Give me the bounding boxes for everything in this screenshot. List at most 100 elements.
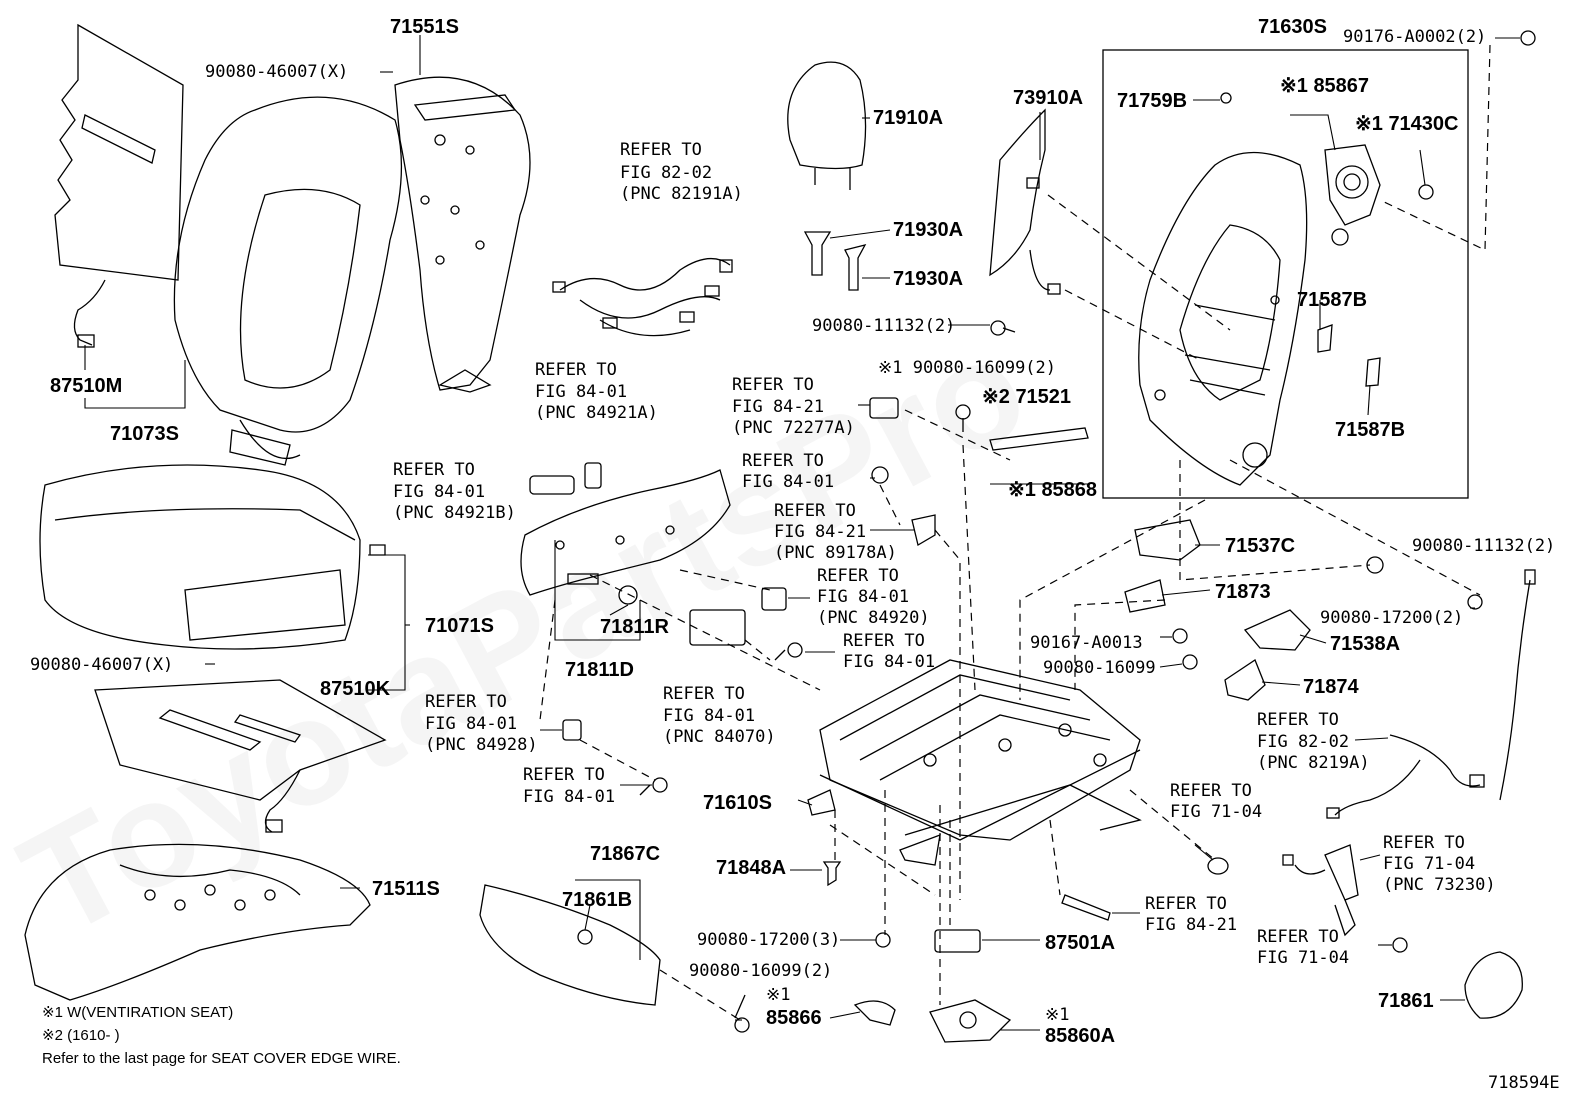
pin-71848A xyxy=(822,861,842,887)
label-90080-17200-b: 90080-17200(2) xyxy=(1320,608,1463,628)
clip-71430C xyxy=(1418,184,1434,200)
ref-84921B-line3: (PNC 84921B) xyxy=(393,503,516,523)
label-85868: ※1 85868 xyxy=(1008,479,1097,501)
note-edge-wire: Refer to the last page for SEAT COVER ED… xyxy=(42,1050,401,1067)
switch-connector xyxy=(562,719,582,741)
label-71873: 71873 xyxy=(1215,581,1271,603)
ref-89178A-line2: FIG 84-21 xyxy=(774,522,866,542)
label-85860A-mark: ※1 xyxy=(1045,1005,1069,1025)
label-71874: 71874 xyxy=(1303,676,1359,698)
headrest xyxy=(787,61,867,190)
ref-84928-line2: FIG 84-01 xyxy=(425,714,517,734)
ref-84-01-d-line2: FIG 84-01 xyxy=(523,787,615,807)
footnotes: ※1 W(VENTIRATION SEAT) ※2 (1610- ) Refer… xyxy=(42,1004,401,1067)
side-trim xyxy=(989,108,1061,295)
duct-85866 xyxy=(853,1000,896,1026)
module-87501A xyxy=(934,929,981,953)
label-90080-11132-b: 90080-11132(2) xyxy=(1412,536,1555,556)
label-87501A: 87501A xyxy=(1045,932,1115,954)
label-71811R: 71811R xyxy=(600,616,670,638)
ref-73230-line2: FIG 71-04 xyxy=(1383,854,1475,874)
ref-84070-line1: REFER TO xyxy=(663,684,745,704)
ref-84-21-c-line1: REFER TO xyxy=(1145,894,1227,914)
label-71430C: ※1 71430C xyxy=(1355,113,1459,135)
bracket-71538A xyxy=(1243,609,1311,651)
bolt-90167 xyxy=(1172,628,1188,644)
seatbelt-buckle xyxy=(1282,844,1359,937)
ref-82-02-line2: FIG 82-02 xyxy=(620,163,712,183)
label-71759B: 71759B xyxy=(1117,90,1187,112)
bracket-71874 xyxy=(1224,659,1266,701)
seat-cushion-cover xyxy=(39,464,386,650)
figure-code: 718594E xyxy=(1488,1073,1560,1093)
ref-8219A-line3: (PNC 8219A) xyxy=(1257,753,1370,773)
label-90080-16099-b: 90080-16099(2) xyxy=(689,961,832,981)
label-71071S: 71071S xyxy=(425,615,494,637)
seatback-heater-mat xyxy=(54,23,184,348)
label-90176: 90176-A0002(2) xyxy=(1343,27,1486,47)
label-71587B-2: 71587B xyxy=(1335,419,1405,441)
note-ventilation: ※1 W(VENTIRATION SEAT) xyxy=(42,1004,233,1021)
bracket-71587B-upper xyxy=(1317,324,1333,353)
label-71867C: 71867C xyxy=(590,843,660,865)
ref-84-01-e-line1: REFER TO xyxy=(742,451,824,471)
ref-84920-line2: FIG 84-01 xyxy=(817,587,909,607)
cushion-pad xyxy=(24,843,371,1001)
cap-71861 xyxy=(1464,951,1523,1019)
switch-knob xyxy=(584,462,602,489)
clip-71811R xyxy=(618,585,638,605)
ref-84928-line1: REFER TO xyxy=(425,692,507,712)
switch-bezel xyxy=(529,475,575,495)
bolt-84-21 xyxy=(1061,894,1111,921)
label-90080-16099-a: ※1 90080-16099(2) xyxy=(878,358,1056,378)
ref-84921A-line2: FIG 84-01 xyxy=(535,382,627,402)
seatback-frame-box xyxy=(1102,49,1469,499)
label-85867: ※1 85867 xyxy=(1280,75,1369,97)
bolt-90080-16099 xyxy=(1182,654,1198,670)
label-71538A: 71538A xyxy=(1330,633,1400,655)
seatback-pad xyxy=(394,76,531,393)
bolt-90080-11132 xyxy=(1467,594,1483,610)
label-85860A: 85860A xyxy=(1045,1025,1115,1047)
label-71587B-1: 71587B xyxy=(1297,289,1367,311)
clip-71759B xyxy=(1220,92,1232,104)
ref-73230-line1: REFER TO xyxy=(1383,833,1465,853)
label-71910A: 71910A xyxy=(873,107,943,129)
label-73910A: 73910A xyxy=(1013,87,1083,109)
ref-71-04-c-line1: REFER TO xyxy=(1257,927,1339,947)
ref-73230-line3: (PNC 73230) xyxy=(1383,875,1496,895)
label-85866-mark: ※1 xyxy=(766,985,790,1005)
label-90080-16099-c: 90080-16099 xyxy=(1043,658,1156,678)
leader-lines xyxy=(84,35,1520,1031)
seatback-frame-71630S xyxy=(1138,151,1308,486)
ref-8219A-line2: FIG 82-02 xyxy=(1257,732,1349,752)
label-71861B: 71861B xyxy=(562,889,632,911)
label-71861: 71861 xyxy=(1378,990,1434,1012)
label-71930A-1: 71930A xyxy=(893,219,963,241)
ref-84921A-line3: (PNC 84921A) xyxy=(535,403,658,423)
seat-frame-track xyxy=(807,659,1142,866)
wire-harness-lower xyxy=(1326,569,1536,819)
wire-harness-upper xyxy=(552,258,733,337)
ref-84-01-g-line2: FIG 84-01 xyxy=(843,652,935,672)
grommet-71-04 xyxy=(1207,857,1229,875)
ref-82-02-line1: REFER TO xyxy=(620,140,702,160)
fasteners xyxy=(639,320,1016,1033)
ref-71-04-a-line1: REFER TO xyxy=(1170,781,1252,801)
ref-84921B-line2: FIG 84-01 xyxy=(393,482,485,502)
ref-84-21-c-line2: FIG 84-21 xyxy=(1145,915,1237,935)
blower-85860A xyxy=(929,999,1012,1043)
label-71511S: 71511S xyxy=(372,878,440,900)
switch-module xyxy=(689,609,746,646)
label-71551S: 71551S xyxy=(390,16,459,38)
headrest-supports xyxy=(803,231,867,291)
label-90080-46007-mid: 90080-46007(X) xyxy=(30,655,173,675)
seatback-cover xyxy=(173,96,403,466)
ref-72277A-line1: REFER TO xyxy=(732,375,814,395)
note-1610: ※2 (1610- ) xyxy=(42,1027,120,1044)
cushion-heater-mat xyxy=(94,679,387,833)
label-71537C: 71537C xyxy=(1225,535,1295,557)
ref-82-02-line3: (PNC 82191A) xyxy=(620,184,743,204)
switch-knob-small xyxy=(761,587,787,611)
